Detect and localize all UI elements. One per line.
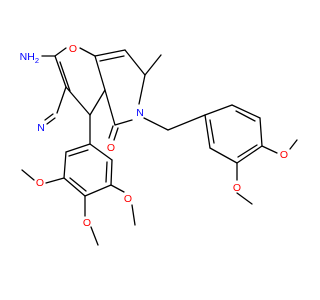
dimethoxy-oxygen-meta-label: O — [233, 182, 241, 194]
amino-group-label: NH2 — [20, 51, 39, 65]
amino-nh-text: NH — [20, 51, 35, 63]
nitrile-nitrogen-label: N — [37, 122, 45, 134]
atom-labels: NH2 N O O N O O O O O — [20, 43, 288, 229]
dimethoxy-oxygen-para-label: O — [280, 149, 288, 161]
methoxy-oxygen-left-label: O — [36, 177, 44, 189]
molecule-structure-diagram: NH2 N O O N O O O O O — [20, 43, 298, 246]
pyran-oxygen-label: O — [69, 43, 77, 55]
bond-lines — [21, 47, 298, 246]
methoxy-oxygen-right-label: O — [124, 193, 132, 205]
pyridone-nitrogen-label: N — [136, 107, 144, 119]
amino-subscript-text: 2 — [35, 56, 39, 65]
methoxy-oxygen-para-label: O — [83, 217, 91, 229]
skeletal-formula: NH2 N O O N O O O O O — [20, 43, 298, 246]
carbonyl-oxygen-label: O — [107, 142, 115, 154]
